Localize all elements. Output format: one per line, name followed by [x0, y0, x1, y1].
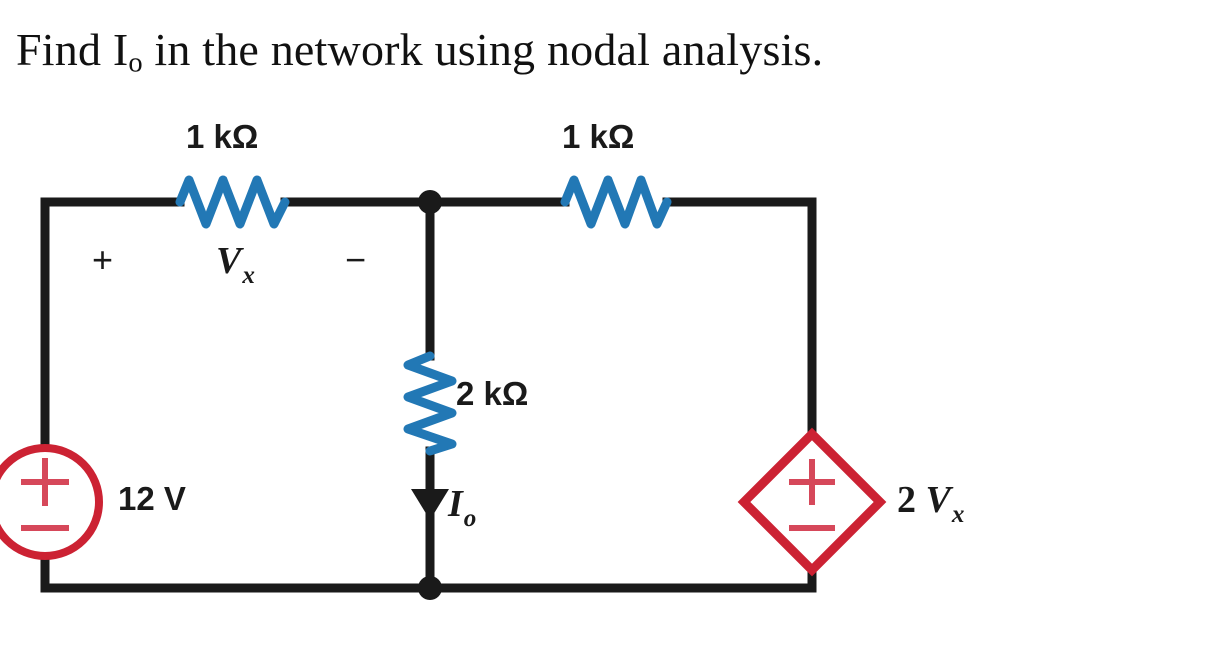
- resistor-1k-top-left-label: 1 kΩ: [186, 118, 259, 155]
- title-suffix: in the network using nodal analysis.: [142, 24, 824, 75]
- resistor-symbols: [175, 175, 672, 456]
- resistor-1k-top-right-zigzag: [560, 175, 672, 229]
- current-arrow-head: [411, 489, 449, 520]
- current-arrow-io: [411, 489, 449, 520]
- vx-minus-polarity-label: −: [345, 239, 367, 280]
- node-dots: [418, 190, 442, 600]
- dependent-source-coefficient: 2: [897, 479, 926, 521]
- dependent-source-plus-icon: [789, 459, 835, 505]
- voltage-source-circle: [0, 444, 103, 560]
- resistor-1k-top-left-zigzag: [175, 175, 290, 229]
- vx-symbol: V: [216, 240, 242, 282]
- resistor-2k-middle-zigzag: [403, 351, 457, 456]
- dependent-source-variable: V: [925, 479, 951, 521]
- title-prefix: Find I: [16, 24, 129, 75]
- title-subscript: o: [128, 47, 143, 79]
- vx-subscript: x: [242, 261, 255, 289]
- independent-voltage-source-symbol: [0, 444, 103, 560]
- dependent-source-variable-subscript: x: [951, 500, 965, 528]
- circuit-diagram: 1 kΩ 1 kΩ 2 kΩ 12 V + − Vx Io 2 Vx: [0, 104, 1224, 650]
- vx-plus-polarity-label: +: [92, 239, 114, 280]
- node-dot-bottom: [418, 576, 442, 600]
- node-dot-top: [418, 190, 442, 214]
- vx-voltage-label: Vx: [216, 239, 255, 290]
- wire-group: [40, 197, 817, 593]
- dependent-voltage-source-symbol: [737, 427, 887, 577]
- io-current-label: Io: [448, 482, 476, 533]
- resistor-1k-top-right-label: 1 kΩ: [562, 118, 635, 155]
- io-symbol: I: [448, 483, 463, 525]
- dependent-source-label: 2 Vx: [897, 478, 964, 529]
- voltage-source-plus-icon: [21, 458, 69, 506]
- io-subscript: o: [463, 504, 477, 532]
- voltage-source-label: 12 V: [118, 480, 186, 517]
- resistor-2k-middle-label: 2 kΩ: [456, 375, 529, 412]
- circuit-schematic-svg: [0, 175, 887, 600]
- page-title: Find Io in the network using nodal analy…: [16, 22, 823, 91]
